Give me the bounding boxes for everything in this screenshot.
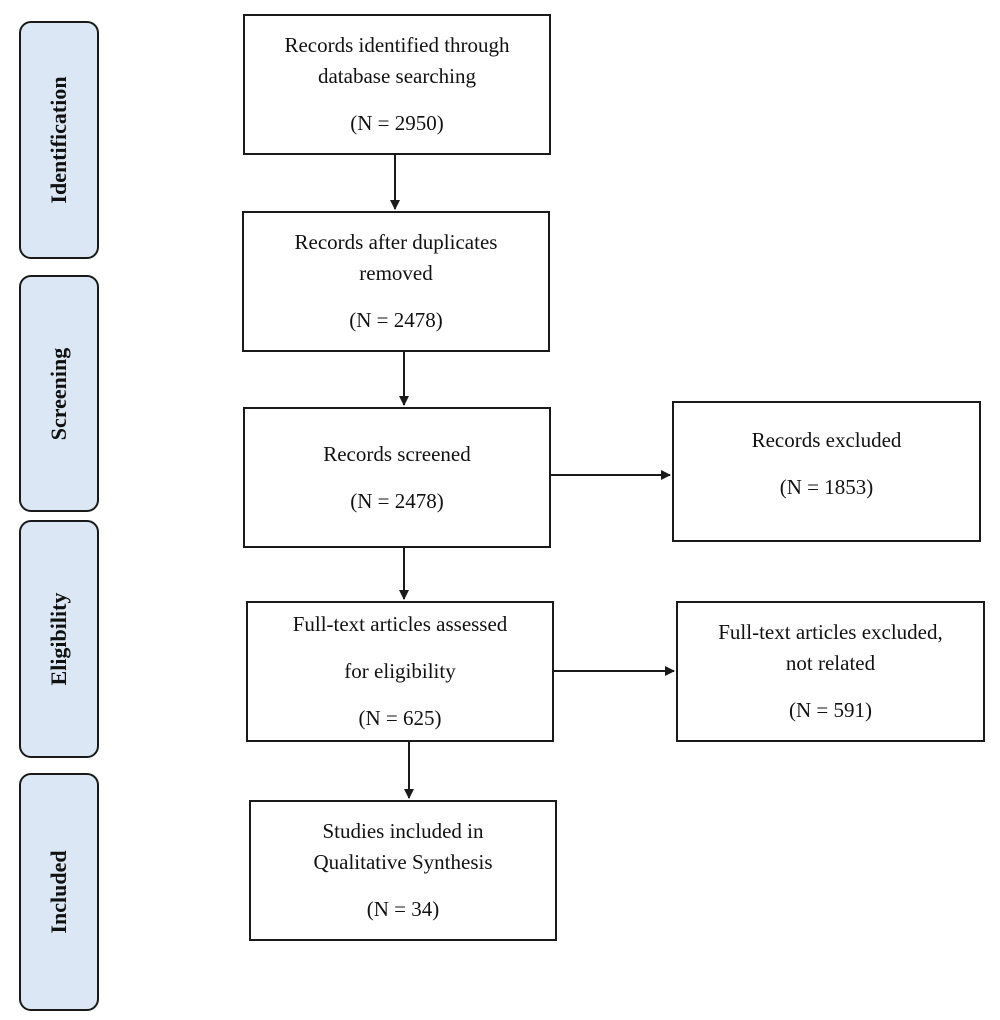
box-records-excluded: Records excluded (N = 1853) <box>672 401 981 542</box>
box-records-excluded-count: (N = 1853) <box>779 475 874 499</box>
box-records-identified-count: (N = 2950) <box>350 111 444 135</box>
box-records-identified: Records identified through database sear… <box>243 14 551 155</box>
stage-eligibility: Eligibility <box>19 520 99 758</box>
box-records-screened-count: (N = 2478) <box>350 488 444 513</box>
box-records-identified-line2: database searching <box>317 64 476 88</box>
box-fulltext-assessed-line1: Full-text articles assessed <box>292 612 508 636</box>
box-studies-included: Studies included in Qualitative Synthesi… <box>249 800 557 941</box>
box-records-deduplicated: Records after duplicates removed (N = 24… <box>242 211 550 352</box>
stage-identification: Identification <box>19 21 99 259</box>
box-records-deduplicated-line2: removed <box>359 261 433 285</box>
box-records-deduplicated-count: (N = 2478) <box>349 308 443 332</box>
box-studies-included-line2: Qualitative Synthesis <box>313 850 493 874</box>
box-fulltext-excluded-count: (N = 591) <box>789 698 872 722</box>
stage-included: Included <box>19 773 99 1011</box>
box-fulltext-excluded-line1: Full-text articles excluded, <box>718 620 943 644</box>
box-fulltext-assessed-line2: for eligibility <box>344 659 456 683</box>
box-fulltext-assessed: Full-text articles assessed for eligibil… <box>246 601 554 742</box>
stage-screening: Screening <box>19 275 99 512</box>
box-records-identified-line1: Records identified through <box>284 33 510 57</box>
box-records-deduplicated-line1: Records after duplicates <box>294 230 498 254</box>
box-fulltext-excluded-line2: not related <box>785 651 876 675</box>
box-records-screened-line1: Records screened <box>323 441 471 466</box>
box-records-excluded-line1: Records excluded <box>751 428 902 452</box>
box-studies-included-count: (N = 34) <box>366 897 440 921</box>
box-fulltext-assessed-count: (N = 625) <box>358 706 442 730</box>
box-fulltext-excluded: Full-text articles excluded, not related… <box>676 601 985 742</box>
box-studies-included-line1: Studies included in <box>322 819 484 843</box>
box-records-screened: Records screened (N = 2478) <box>243 407 551 548</box>
